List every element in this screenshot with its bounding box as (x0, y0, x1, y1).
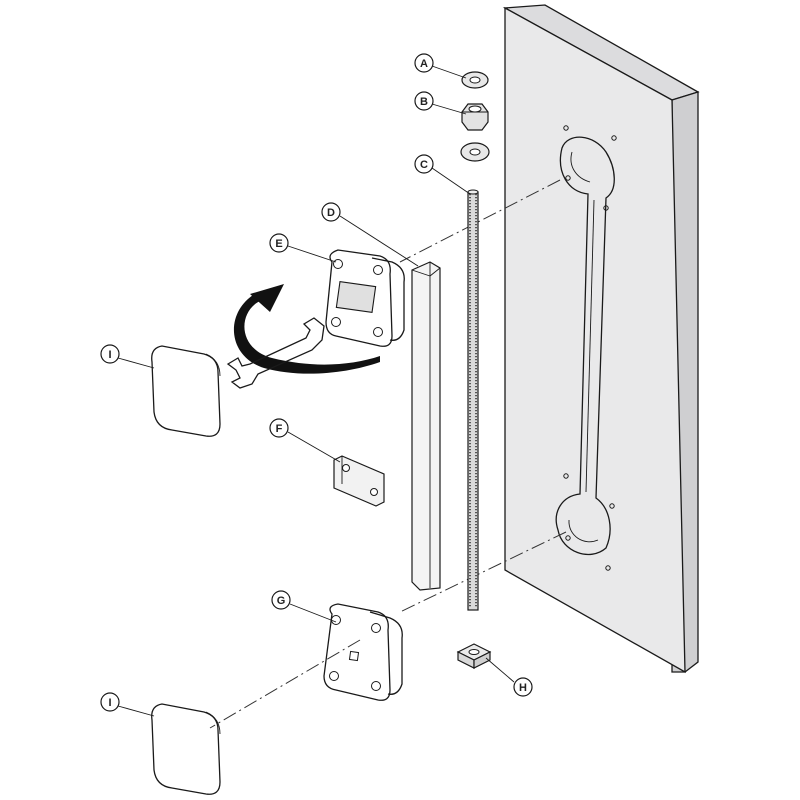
callout-c-label: C (420, 159, 428, 171)
callout-b-label: B (420, 96, 428, 108)
hex-nut-b (461, 103, 489, 131)
callout-a: A (414, 53, 434, 73)
leader-lines (117, 65, 515, 717)
washer-lower (460, 142, 490, 162)
upper-bracket (325, 249, 405, 347)
square-nut (456, 643, 492, 669)
callout-g-label: G (277, 595, 286, 607)
threaded-rod (467, 189, 479, 611)
panel-routing-channel (555, 125, 617, 571)
callout-i-upper-label: I (108, 349, 111, 361)
lower-bracket (323, 603, 403, 701)
callout-c: C (414, 154, 434, 174)
callout-h: H (513, 677, 533, 697)
cover-cap-upper (151, 345, 221, 437)
callout-f-label: F (276, 423, 283, 435)
callout-d: D (321, 202, 341, 222)
callout-b: B (414, 91, 434, 111)
assembly-lines (209, 179, 567, 729)
callout-i-lower: I (100, 692, 120, 712)
door-panel (502, 4, 700, 674)
panel-front-face (504, 6, 686, 674)
wrench-tool (226, 317, 325, 389)
washer-a (461, 71, 489, 89)
callout-f: F (269, 418, 289, 438)
cover-cap-lower (151, 703, 221, 795)
callout-d-label: D (327, 207, 335, 219)
callout-e-label: E (275, 238, 282, 250)
callout-i-upper: I (100, 344, 120, 364)
callout-g: G (271, 590, 291, 610)
rotation-arrow (233, 284, 380, 374)
callout-a-label: A (420, 58, 428, 70)
callout-e: E (269, 233, 289, 253)
clamp-plate (333, 455, 385, 507)
bar-profile (411, 261, 441, 591)
callout-h-label: H (519, 682, 527, 694)
callout-i-lower-label: I (108, 697, 111, 709)
